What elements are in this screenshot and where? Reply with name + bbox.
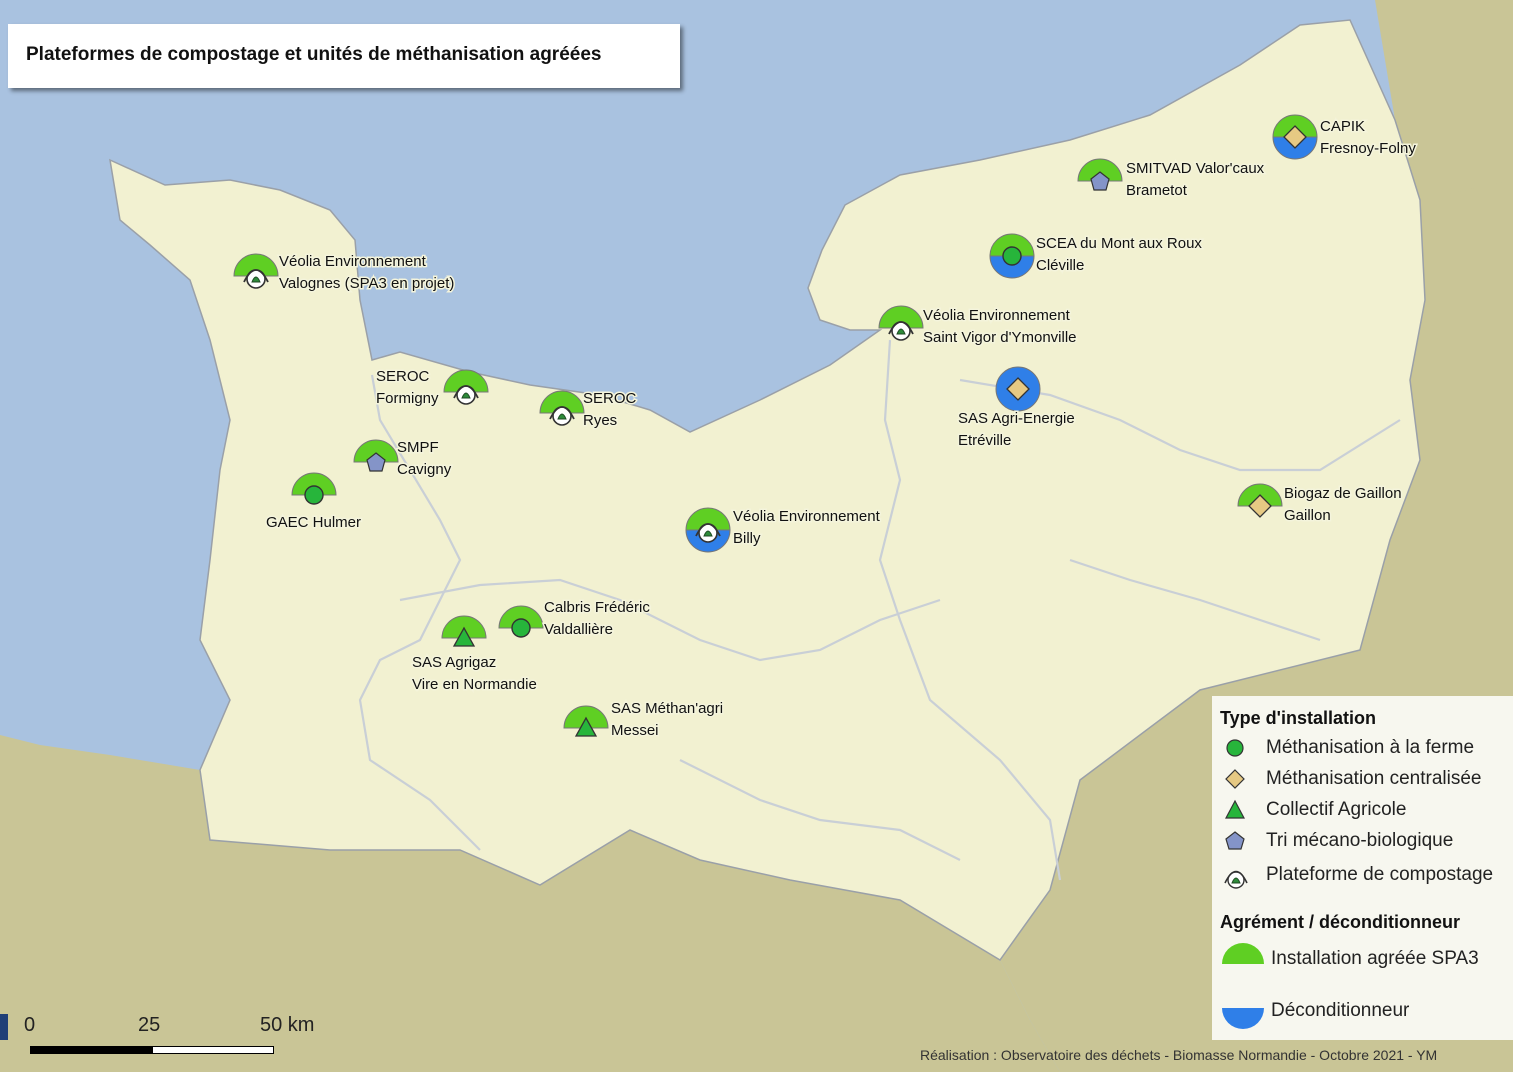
legend-label: Méthanisation centralisée [1266, 768, 1482, 789]
site-label: SAS Agri-Energie [958, 410, 1075, 427]
legend-type-title: Type d'installation [1220, 708, 1376, 728]
scale-label: 0 [24, 1014, 36, 1036]
site-label: Brametot [1126, 182, 1188, 199]
site-marker[interactable] [685, 507, 731, 553]
legend-item-spa3: Installation agréée SPA3 [1220, 942, 1513, 976]
site-label: Billy [733, 530, 761, 547]
department-borders [358, 339, 1401, 881]
site-label: Gaillon [1284, 507, 1331, 524]
legend-label: Collectif Agricole [1266, 799, 1407, 820]
legend-item-centralisee: Méthanisation centralisée [1220, 766, 1513, 794]
site-label: Véolia Environnement [733, 508, 881, 525]
site-label: Valognes (SPA3 en projet) [279, 275, 454, 292]
scale-label: 25 [138, 1014, 161, 1036]
site-label: Véolia Environnement [923, 307, 1071, 324]
legend-label: Plateforme de compostage [1266, 864, 1494, 885]
site-label: Formigny [376, 390, 439, 407]
site-label: SEROC [583, 390, 637, 407]
site-label: Etréville [958, 432, 1011, 449]
site-marker[interactable] [1272, 114, 1318, 160]
legend-item-compostage: Plateforme de compostage [1220, 862, 1513, 890]
site-marker[interactable] [498, 605, 544, 638]
legend-label: Installation agréée SPA3 [1271, 948, 1479, 969]
scale-segment-dark [30, 1046, 154, 1054]
legend-item-collectif: Collectif Agricole [1220, 797, 1513, 825]
site-marker[interactable] [563, 705, 609, 737]
pentagon-icon [1225, 831, 1245, 850]
scale-bar: 0 25 50 km [22, 1014, 322, 1064]
site-label: Valdallière [544, 621, 613, 638]
normandy-region [109, 19, 1426, 961]
outside-land-south [0, 735, 1060, 1072]
site-label: Saint Vigor d'Ymonville [923, 329, 1077, 346]
scale-label: 50 km [260, 1014, 315, 1036]
legend-item-tri: Tri mécano-biologique [1220, 828, 1513, 856]
legend-agrement-title: Agrément / déconditionneur [1220, 912, 1461, 932]
site-label: SEROC [376, 368, 430, 385]
map-title: Plateformes de compostage et unités de m… [26, 44, 602, 65]
site-marker[interactable] [878, 305, 924, 341]
site-label: Messei [611, 722, 659, 739]
compost-icon [1224, 870, 1248, 889]
site-label: SMITVAD Valor'caux [1126, 160, 1265, 177]
site-label: CAPIK [1320, 118, 1365, 135]
site-label: Calbris Frédéric [544, 599, 650, 616]
site-marker[interactable] [233, 253, 279, 289]
site-label: GAEC Hulmer [266, 514, 361, 531]
site-marker[interactable] [353, 439, 399, 472]
site-marker[interactable] [291, 472, 337, 505]
blue-half-disc-icon [1222, 1008, 1264, 1029]
triangle-icon [1225, 799, 1245, 819]
outside-land-north-east [1375, 0, 1513, 200]
circle-icon [1226, 739, 1244, 757]
legend-item-ferme: Méthanisation à la ferme [1220, 735, 1513, 763]
site-label: Fresnoy-Folny [1320, 140, 1416, 157]
site-label: Véolia Environnement [279, 253, 427, 270]
scale-segment-light [152, 1046, 274, 1054]
site-marker[interactable] [995, 366, 1041, 412]
site-label: SAS Agrigaz [412, 654, 496, 671]
site-marker[interactable] [989, 233, 1035, 279]
site-marker[interactable] [1237, 483, 1283, 518]
site-label: Cléville [1036, 257, 1084, 274]
site-label: Biogaz de Gaillon [1284, 485, 1402, 502]
site-label: SAS Méthan'agri [611, 700, 723, 717]
site-marker[interactable] [539, 390, 585, 426]
site-label: Vire en Normandie [412, 676, 537, 693]
site-marker[interactable] [441, 615, 487, 647]
legend: Type d'installation Méthanisation à la f… [1212, 696, 1513, 1040]
green-half-disc-icon [1222, 943, 1264, 964]
site-marker[interactable] [443, 369, 489, 405]
legend-label: Tri mécano-biologique [1266, 830, 1454, 851]
legend-item-deconditionneur: Déconditionneur [1220, 996, 1513, 1030]
map-title-box: Plateformes de compostage et unités de m… [8, 24, 680, 88]
diamond-icon [1225, 769, 1245, 789]
site-marker[interactable] [1077, 158, 1123, 191]
site-label: Ryes [583, 412, 617, 429]
legend-label: Déconditionneur [1271, 1000, 1410, 1021]
site-label: Cavigny [397, 461, 452, 478]
credit-text: Réalisation : Observatoire des déchets -… [920, 1047, 1438, 1063]
site-label: SCEA du Mont aux Roux [1036, 235, 1202, 252]
site-label: SMPF [397, 439, 439, 456]
legend-label: Méthanisation à la ferme [1266, 737, 1475, 758]
page-edge-mark [0, 1014, 8, 1040]
